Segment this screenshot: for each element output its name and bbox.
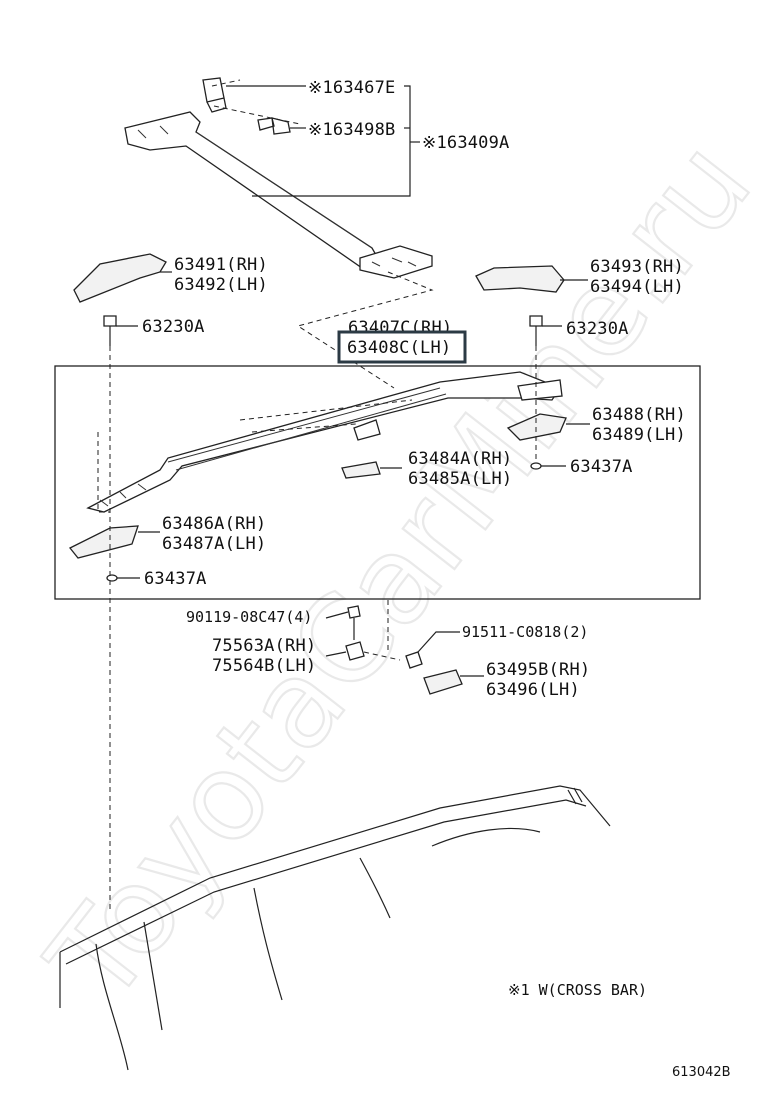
label-63486a: 63486A(RH) — [162, 514, 266, 534]
label-63437a-right: 63437A — [570, 457, 633, 477]
left-guide-dash — [97, 346, 111, 912]
label-63498b: ※163498B — [308, 120, 396, 140]
label-63489: 63489(LH) — [592, 425, 686, 445]
vehicle-roof-outline — [59, 785, 611, 1071]
label-75563a: 75563A(RH) — [212, 636, 316, 656]
label-63485a: 63485A(LH) — [408, 469, 512, 489]
label-63496: 63496(LH) — [486, 680, 580, 700]
rail-guide-dash — [239, 399, 413, 433]
label-63493: 63493(RH) — [590, 257, 684, 277]
highlight-box-63408c — [337, 330, 467, 364]
cross-bar-end-bracket-shape — [359, 245, 433, 279]
label-90119: 90119-08C47(4) — [186, 608, 312, 626]
figure-number: 613042B — [672, 1065, 731, 1080]
spacer-rear — [506, 413, 590, 441]
label-75564b: 75564B(LH) — [212, 656, 316, 676]
label-63487a: 63487A(LH) — [162, 534, 266, 554]
bolt-63498b-shape — [257, 117, 291, 135]
screw-lower — [387, 600, 460, 669]
label-63230a-left: 63230A — [142, 317, 205, 337]
label-63492: 63492(LH) — [174, 275, 268, 295]
pad-center — [341, 461, 402, 479]
cross-bar-assembly — [124, 77, 434, 389]
clip-lower — [325, 605, 401, 661]
washer-right — [530, 346, 566, 470]
label-63494: 63494(LH) — [590, 277, 684, 297]
cover-lower — [423, 669, 484, 695]
label-63409a: ※163409A — [422, 133, 510, 153]
label-63437a-left: 63437A — [144, 569, 207, 589]
clip-63467e-shape — [202, 77, 227, 113]
spacer-front — [68, 525, 160, 559]
footnote-cross-bar: ※1 W(CROSS BAR) — [508, 981, 647, 999]
label-63230a-right: 63230A — [566, 319, 629, 339]
label-63484a: 63484A(RH) — [408, 449, 512, 469]
rail-assembly-box — [54, 365, 701, 600]
label-63408c: 63408C(LH) — [347, 338, 451, 358]
bolt-63230a-right — [529, 315, 562, 346]
label-63495b: 63495B(RH) — [486, 660, 590, 680]
label-63467e: ※163467E — [308, 78, 396, 98]
label-91511: 91511-C0818(2) — [462, 623, 588, 641]
washer-left — [106, 574, 140, 582]
front-end-cover — [73, 253, 172, 303]
label-63491: 63491(RH) — [174, 255, 268, 275]
label-63488: 63488(RH) — [592, 405, 686, 425]
roof-rail — [86, 371, 563, 513]
rear-end-cover — [475, 265, 588, 293]
bolt-63230a-left — [103, 315, 138, 346]
